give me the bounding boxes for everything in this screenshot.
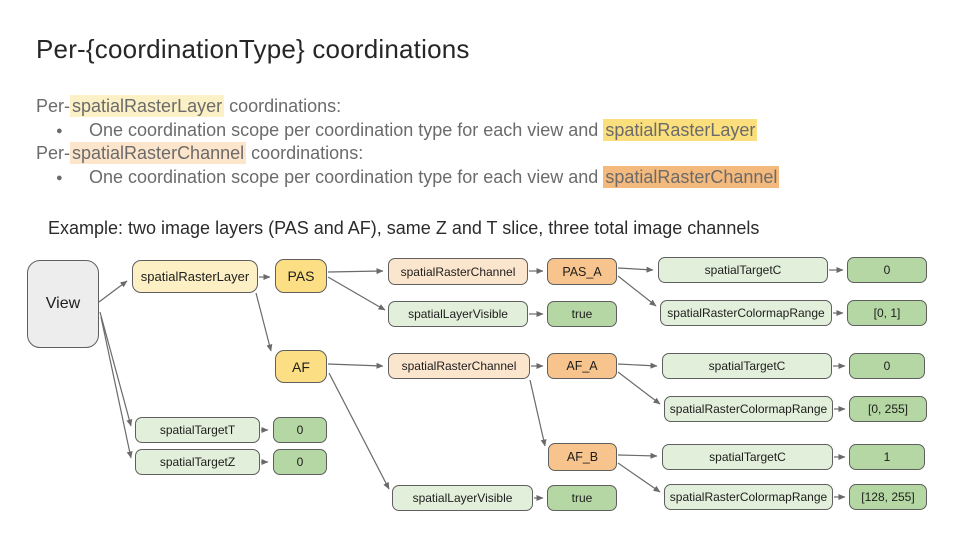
channel-heading: Per-spatialRasterChannel coordinations: (36, 142, 364, 164)
layer-heading-prefix: Per- (36, 96, 71, 116)
node-af-layer-visible-value: true (547, 485, 617, 511)
node-af-a-target-c-value: 0 (849, 353, 925, 379)
node-spatial-target-z-value: 0 (273, 449, 327, 475)
node-pas-layer-visible-value: true (547, 301, 617, 327)
node-af-layer-visible: spatialLayerVisible (392, 485, 533, 511)
bullet-icon: ● (56, 125, 63, 137)
edge-view-to-spatialtargett (99, 311, 133, 427)
bullet-icon: ● (56, 172, 63, 184)
edge-pas-to-spatialrasterchannel (327, 268, 384, 275)
layer-bullet: ● One coordination scope per coordination… (56, 119, 758, 141)
node-spatial-target-t: spatialTargetT (135, 417, 260, 443)
channel-bullet: ● One coordination scope per coordination… (56, 166, 780, 188)
layer-heading-term: spatialRasterLayer (70, 95, 225, 117)
node-pas-colormap-range-value: [0, 1] (847, 300, 927, 326)
node-pas-layer-visible: spatialLayerVisible (388, 301, 528, 327)
node-af-channel: spatialRasterChannel (388, 353, 530, 379)
edge-pas-to-spatiallayervisible (327, 276, 386, 311)
edge-af-to-spatiallayervisible (328, 372, 390, 490)
edge-view-to-spatialtargetz (100, 316, 133, 459)
edge-spatialrasterchannel-to-afb (529, 379, 547, 447)
node-spatial-target-z: spatialTargetZ (135, 449, 260, 475)
node-af-a-target-c: spatialTargetC (662, 353, 832, 379)
edge-view-to-spatialrasterlayer (98, 280, 128, 303)
edge-afb-to-colormaprange (617, 462, 661, 493)
layer-heading: Per-spatialRasterLayer coordinations: (36, 95, 342, 117)
node-af-b-colormap-range: spatialRasterColormapRange (664, 484, 833, 510)
edge-spatialrasterlayer-to-af (255, 292, 273, 352)
node-af-a: AF_A (547, 353, 617, 379)
node-pas-target-c-value: 0 (847, 257, 927, 283)
node-pas-a: PAS_A (547, 258, 617, 285)
edge-pasa-to-spatialtargetc (617, 266, 654, 273)
channel-heading-prefix: Per- (36, 143, 71, 163)
edge-afb-to-spatialtargetc (617, 452, 658, 459)
node-pas-channel: spatialRasterChannel (388, 258, 528, 285)
channel-heading-suffix: coordinations: (246, 143, 364, 163)
node-af-b: AF_B (548, 443, 617, 471)
layer-bullet-term: spatialRasterLayer (603, 119, 758, 141)
node-af-b-colormap-range-value: [128, 255] (849, 484, 927, 510)
channel-bullet-text: One coordination scope per coordination … (89, 167, 604, 187)
node-af-a-colormap-range-value: [0, 255] (849, 396, 927, 422)
node-af-b-target-c-value: 1 (849, 444, 925, 470)
node-af-b-target-c: spatialTargetC (662, 444, 833, 470)
layer-heading-suffix: coordinations: (224, 96, 342, 116)
layer-bullet-text: One coordination scope per coordination … (89, 120, 604, 140)
page-title: Per-{coordinationType} coordinations (36, 34, 470, 64)
node-spatial-raster-layer: spatialRasterLayer (132, 260, 258, 293)
node-pas-target-c: spatialTargetC (658, 257, 828, 283)
channel-heading-term: spatialRasterChannel (70, 142, 247, 164)
edge-afa-to-spatialtargetc (617, 362, 658, 369)
node-af: AF (275, 350, 327, 383)
node-spatial-target-t-value: 0 (273, 417, 327, 443)
edge-afa-to-colormaprange (617, 371, 661, 405)
edge-pasa-to-colormaprange (617, 275, 657, 307)
edge-af-to-spatialrasterchannel (327, 362, 384, 369)
example-caption: Example: two image layers (PAS and AF), … (48, 218, 760, 238)
node-view: View (27, 260, 99, 348)
node-af-a-colormap-range: spatialRasterColormapRange (664, 396, 833, 422)
channel-bullet-term: spatialRasterChannel (603, 166, 780, 188)
node-pas: PAS (275, 259, 327, 293)
node-pas-colormap-range: spatialRasterColormapRange (660, 300, 832, 326)
